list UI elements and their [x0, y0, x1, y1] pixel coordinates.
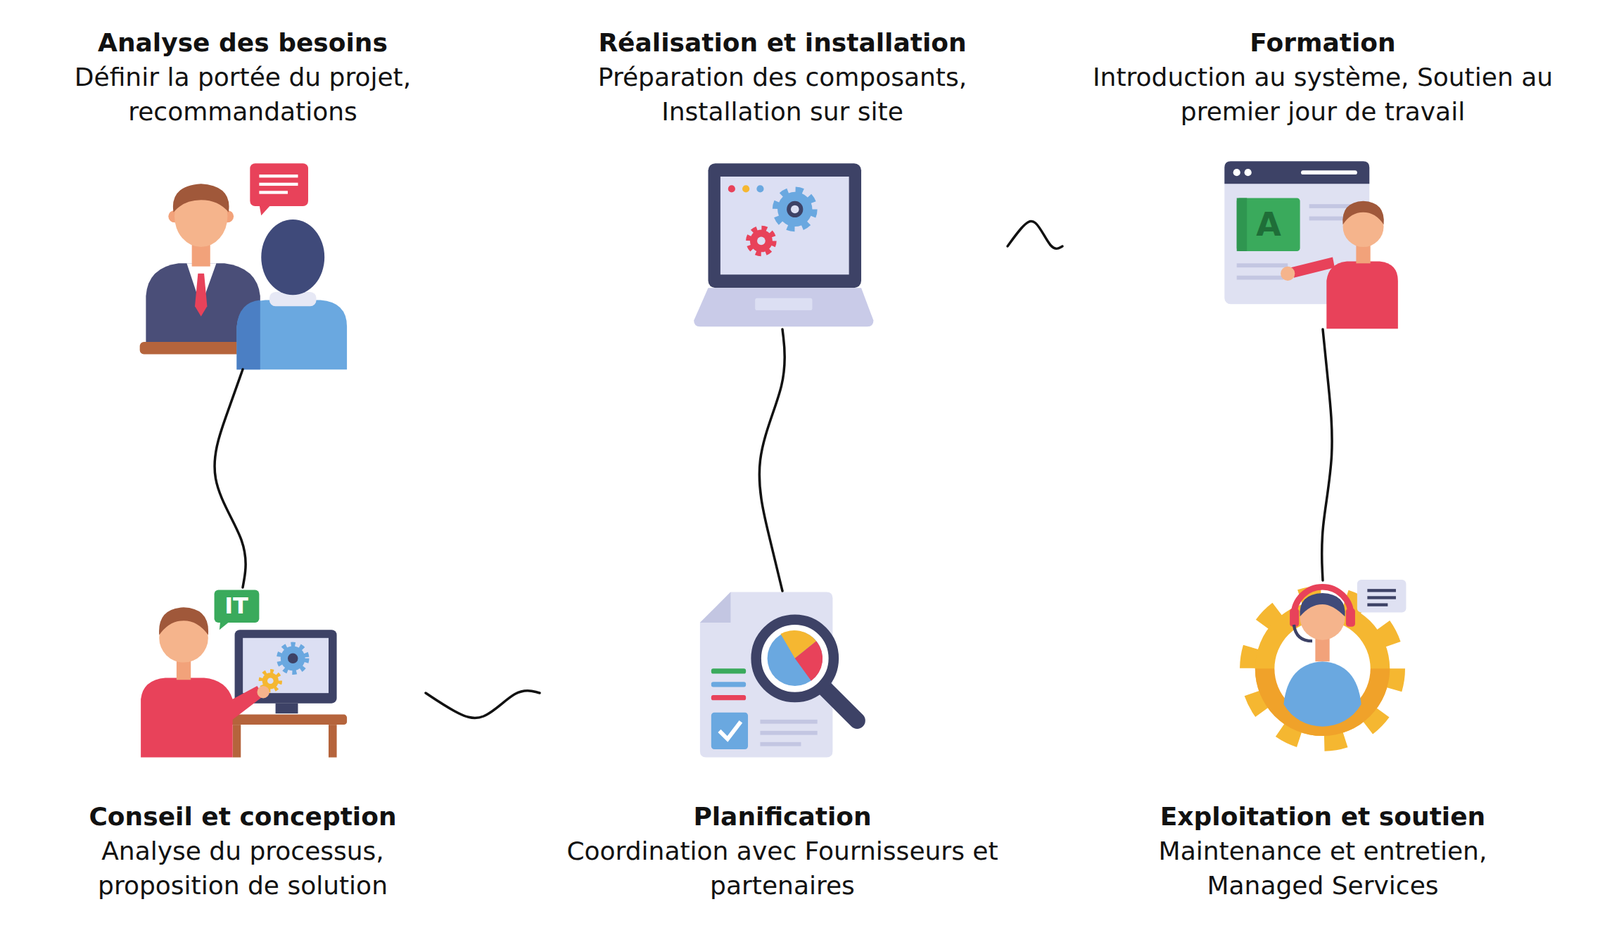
meeting-icon [140, 163, 347, 370]
step-box: Réalisation et installationPréparation d… [557, 25, 1008, 330]
connector [214, 369, 246, 588]
step-description: Analyse du processus, proposition de sol… [59, 833, 426, 903]
step-title: Conseil et conception [59, 799, 426, 834]
step-box: FormationIntroduction au système, Soutie… [1062, 25, 1584, 330]
training-icon [1224, 161, 1399, 329]
step-title: Réalisation et installation [557, 25, 1008, 60]
support-icon [1251, 579, 1406, 741]
connector [1322, 329, 1332, 581]
step-description: Maintenance et entretien, Managed Servic… [1111, 833, 1534, 903]
step-box: PlanificationCoordination avec Fournisse… [539, 591, 1026, 903]
connector [425, 690, 540, 719]
step-box: Conseil et conceptionAnalyse du processu… [59, 587, 426, 903]
step-description: Coordination avec Fournisseurs et parten… [539, 833, 1026, 903]
connector [1007, 221, 1063, 250]
step-description: Définir la portée du projet, recommandat… [31, 59, 454, 129]
planning-icon [700, 592, 857, 758]
step-description: Préparation des composants, Installation… [557, 59, 1008, 129]
letter-badge: A [1255, 205, 1282, 244]
step-box: Analyse des besoinsDéfinir la portée du … [31, 25, 454, 370]
step-title: Analyse des besoins [31, 25, 454, 60]
step-box: Exploitation et soutienMaintenance et en… [1111, 580, 1534, 903]
step-title: Exploitation et soutien [1111, 799, 1534, 834]
consultant-icon [140, 590, 347, 758]
laptop-icon [693, 163, 874, 327]
it-badge: IT [224, 592, 249, 620]
connector [759, 329, 785, 592]
step-description: Introduction au système, Soutien au prem… [1062, 59, 1584, 129]
step-title: Formation [1062, 25, 1584, 60]
step-title: Planification [539, 799, 1026, 834]
